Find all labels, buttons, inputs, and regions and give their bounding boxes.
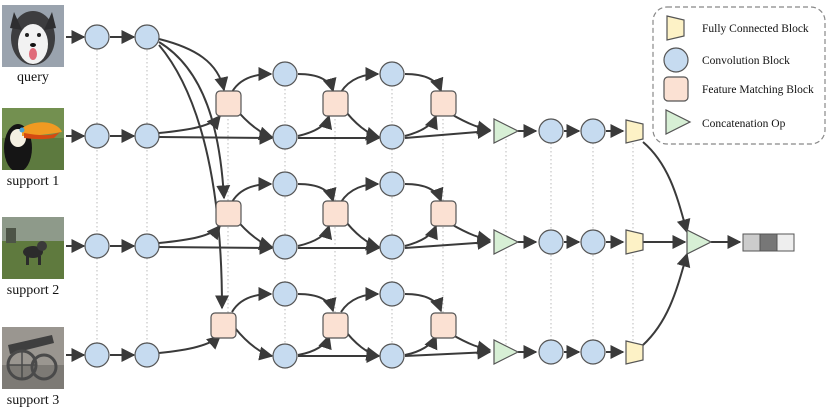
- convolution-legend-icon: [663, 47, 689, 73]
- feature-matching-blocks: [210, 90, 457, 339]
- support-1-label: support 1: [7, 174, 60, 189]
- cannon-photo: [2, 327, 64, 389]
- query-label: query: [17, 70, 49, 85]
- legend-conv-label: Convolution Block: [702, 55, 790, 67]
- feature-matching-legend-icon: [663, 76, 689, 102]
- concatenation-legend-icon: [665, 109, 692, 135]
- toucan-photo: [2, 108, 64, 170]
- support-2-label: support 2: [7, 283, 60, 298]
- concatenation-ops: [493, 118, 713, 365]
- legend-concat-label: Concatenation Op: [702, 118, 786, 130]
- fully-connected-blocks: [625, 119, 644, 365]
- edges: [66, 30, 742, 363]
- legend-fm-label: Feature Matching Block: [702, 84, 814, 96]
- output-vector: [742, 233, 795, 252]
- fully-connected-legend-icon: [666, 15, 685, 41]
- guide-lines: [96, 38, 634, 355]
- support-3-label: support 3: [7, 393, 60, 408]
- dog-on-grass-photo: [2, 217, 64, 279]
- legend-fc-label: Fully Connected Block: [702, 23, 809, 35]
- husky-photo: [2, 5, 64, 67]
- legend: Fully Connected Block Convolution Block …: [652, 6, 826, 145]
- convolution-blocks: [84, 24, 606, 369]
